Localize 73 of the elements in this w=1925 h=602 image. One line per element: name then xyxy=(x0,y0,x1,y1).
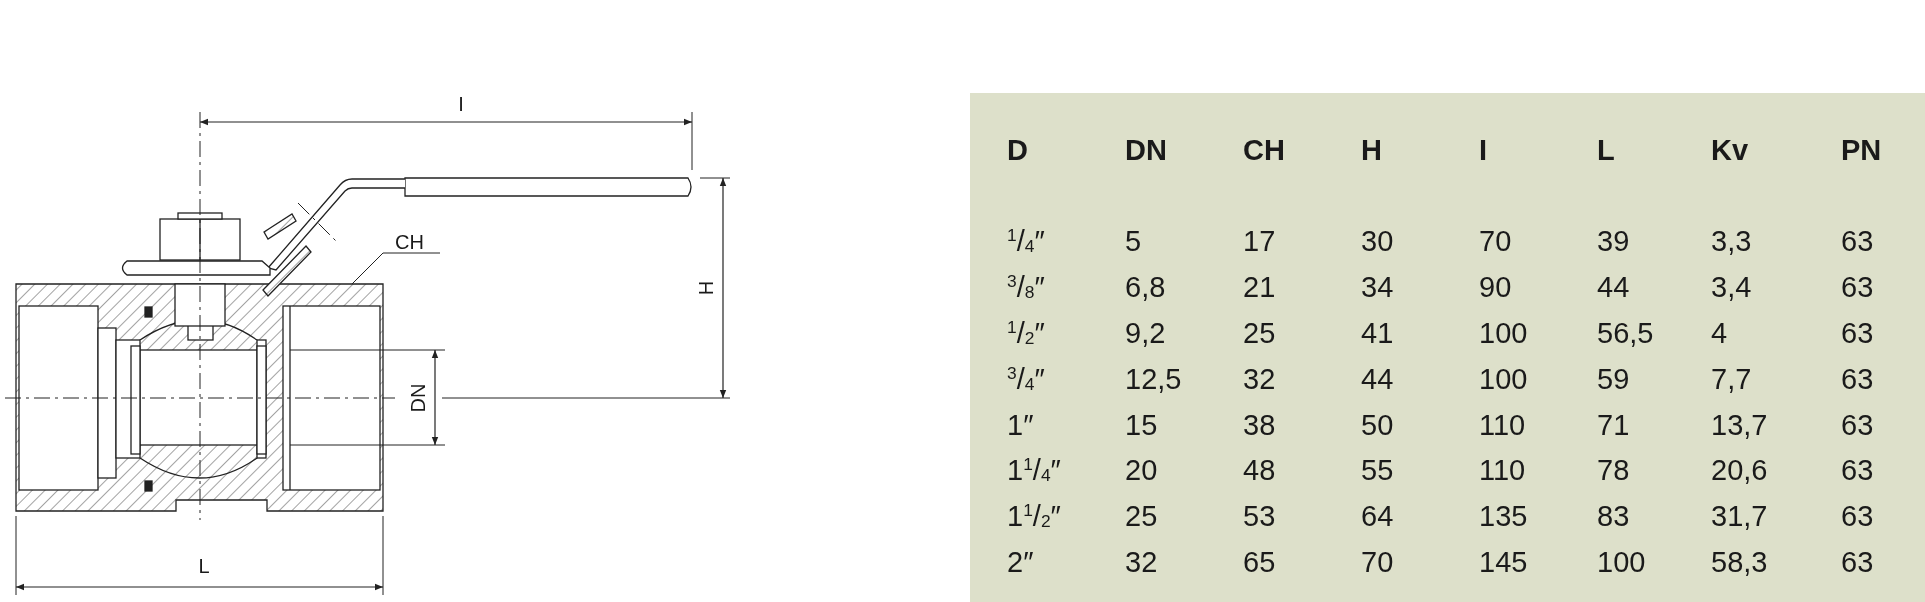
table-cell: 71 xyxy=(1597,410,1630,440)
table-cell: 2″ xyxy=(1007,547,1034,577)
table-cell: 63 xyxy=(1841,547,1874,577)
table-cell: 5 xyxy=(1125,227,1142,257)
table-cell: 32 xyxy=(1243,364,1276,394)
column-header: Kv xyxy=(1711,135,1749,165)
table-cell: 30 xyxy=(1361,227,1394,257)
leader-line xyxy=(351,252,441,285)
callout-label: CH xyxy=(395,232,424,254)
column-header: I xyxy=(1479,135,1488,165)
table-cell: 20,6 xyxy=(1711,456,1768,486)
table-cell: 20 xyxy=(1125,456,1158,486)
table-cell: 9,2 xyxy=(1125,319,1166,348)
table-cell: 100 xyxy=(1597,547,1646,577)
table-cell: 6,8 xyxy=(1125,273,1166,303)
dimension-label: I xyxy=(458,94,464,114)
table-cell: 12,5 xyxy=(1125,364,1182,394)
table-cell: 63 xyxy=(1841,273,1874,303)
table-cell: 70 xyxy=(1361,547,1394,577)
column-header: H xyxy=(1361,135,1382,165)
table-cell: 63 xyxy=(1841,227,1874,257)
table-cell: 100 xyxy=(1479,364,1528,394)
table-cell: 38 xyxy=(1243,410,1276,440)
dimension-label: H xyxy=(696,280,716,296)
table-cell: 31,7 xyxy=(1711,502,1768,532)
column-header: CH xyxy=(1243,135,1285,165)
table-cell: 70 xyxy=(1479,227,1512,257)
table-cell: 64 xyxy=(1361,502,1394,532)
table-cell: 21 xyxy=(1243,273,1276,303)
table-cell: 100 xyxy=(1479,319,1528,348)
valve-body-section xyxy=(15,283,384,512)
table-cell: 44 xyxy=(1597,273,1630,303)
table-cell: 4 xyxy=(1711,319,1728,348)
dimension-label: L xyxy=(198,556,210,576)
table-cell: 32 xyxy=(1125,547,1158,577)
table-cell: 13,7 xyxy=(1711,410,1768,440)
table-cell: 34 xyxy=(1361,273,1394,303)
table-cell: 1″ xyxy=(1007,410,1034,440)
table-cell: 15 xyxy=(1125,410,1158,440)
table-cell: 39 xyxy=(1597,227,1630,257)
table-cell: 48 xyxy=(1243,456,1276,486)
table-cell: 90 xyxy=(1479,273,1512,303)
table-cell: 3,4 xyxy=(1711,273,1752,303)
table-cell: 110 xyxy=(1479,456,1526,486)
table-cell: 78 xyxy=(1597,456,1630,486)
table-cell: 50 xyxy=(1361,410,1394,440)
table-cell: 55 xyxy=(1361,456,1394,486)
table-cell: 135 xyxy=(1479,502,1528,532)
column-header: DN xyxy=(1125,135,1167,165)
column-header: L xyxy=(1597,135,1615,165)
table-cell: 63 xyxy=(1841,502,1874,532)
table-cell: 7,7 xyxy=(1711,364,1752,394)
table-cell: 53 xyxy=(1243,502,1276,532)
table-cell: 59 xyxy=(1597,364,1630,394)
table-cell: 41 xyxy=(1361,319,1394,348)
table-cell: 63 xyxy=(1841,456,1874,486)
table-cell: 56,5 xyxy=(1597,319,1654,348)
table-cell: 58,3 xyxy=(1711,547,1768,577)
table-cell: 110 xyxy=(1479,410,1526,440)
table-cell: 17 xyxy=(1243,227,1276,257)
table-cell: 63 xyxy=(1841,319,1874,348)
table-cell: 25 xyxy=(1125,502,1158,532)
table-cell: 145 xyxy=(1479,547,1528,577)
table-cell: 25 xyxy=(1243,319,1276,348)
table-cell: 83 xyxy=(1597,502,1630,532)
table-cell: 44 xyxy=(1361,364,1394,394)
table-cell: 65 xyxy=(1243,547,1276,577)
table-cell: 3,3 xyxy=(1711,227,1752,257)
column-header: PN xyxy=(1841,135,1882,165)
dimension-label: DN xyxy=(408,383,428,413)
table-cell: 63 xyxy=(1841,410,1874,440)
table-cell: 63 xyxy=(1841,364,1874,394)
column-header: D xyxy=(1007,135,1028,165)
